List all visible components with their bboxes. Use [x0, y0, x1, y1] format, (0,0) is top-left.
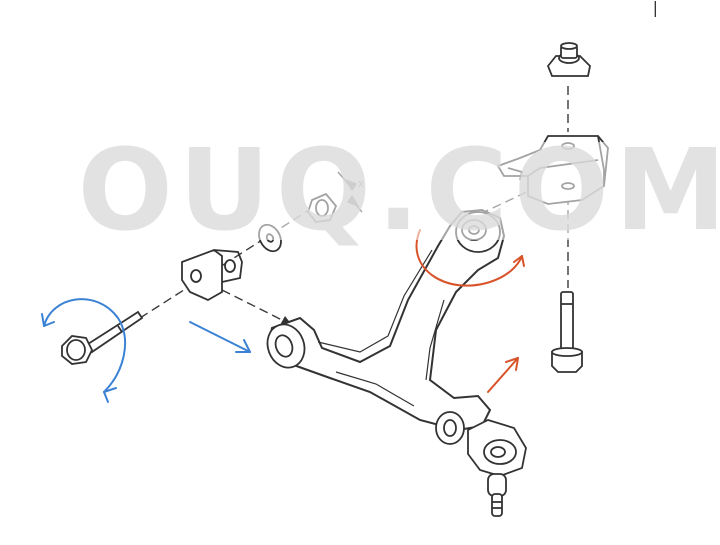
corner-mark: | [652, 0, 658, 17]
blue-direction-arrow [189, 321, 251, 353]
red-direction-arrow [487, 357, 519, 393]
washer [258, 223, 282, 253]
dimension-label: x [358, 178, 364, 190]
front-bolt [61, 310, 144, 365]
blue-rotation-arrow [41, 298, 126, 403]
mounting-bracket [496, 135, 609, 205]
lower-bushing [435, 411, 465, 445]
front-bushing-eye [266, 323, 306, 369]
control-arm [266, 208, 506, 432]
rear-bushing-eye [455, 211, 501, 253]
top-nut [546, 42, 591, 77]
front-bushing-axis [221, 289, 287, 323]
red-rotation-arrow [415, 229, 525, 287]
bracket-bolt [551, 291, 583, 373]
spacer-bushing [306, 192, 338, 223]
ball-joint [467, 419, 527, 517]
eccentric-plate [181, 248, 243, 302]
